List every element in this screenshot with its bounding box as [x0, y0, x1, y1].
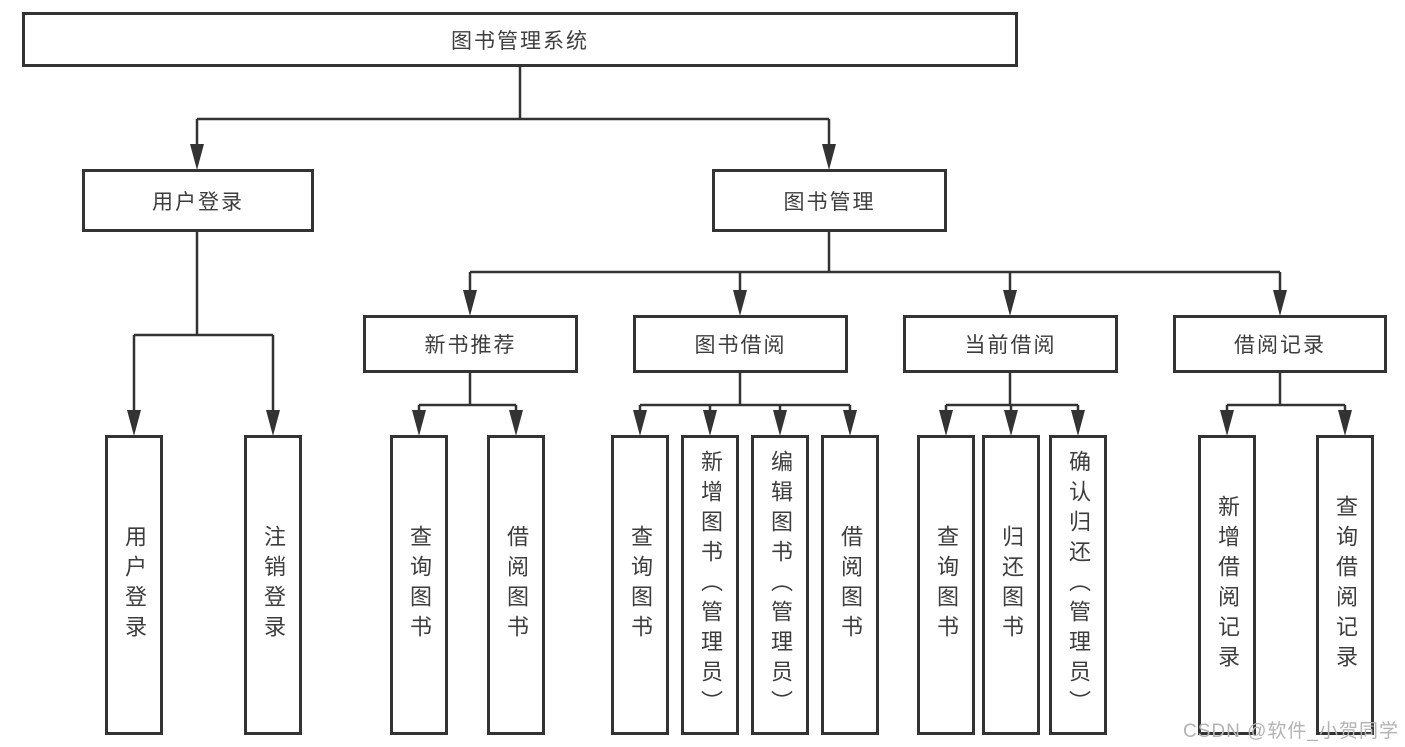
- arrowhead: [190, 144, 204, 170]
- arrowhead: [703, 410, 717, 436]
- node-new-book-recommend: 新书推荐: [363, 315, 578, 373]
- connector-mgmt-to-level3: [468, 232, 1282, 291]
- arrowhead: [1004, 410, 1018, 436]
- arrowhead: [822, 144, 836, 170]
- leaf-label: 注销登录: [261, 525, 286, 645]
- leaf-label: 确认归还（管理员）: [1066, 450, 1091, 720]
- leaf-label: 新增图书（管理员）: [698, 450, 723, 720]
- arrowhead: [1220, 410, 1234, 436]
- connector-records-to-leaves: [1225, 373, 1347, 412]
- leaf-confirm-return-admin: 确认归还（管理员）: [1049, 435, 1107, 735]
- arrowhead: [773, 410, 787, 436]
- leaf-label: 编辑图书（管理员）: [768, 450, 793, 720]
- connector-root-to-level2: [195, 67, 831, 146]
- node-label: 当前借阅: [964, 334, 1057, 357]
- arrowhead: [509, 410, 523, 436]
- node-library-system: 图书管理系统: [22, 12, 1018, 67]
- arrowhead: [1273, 290, 1287, 316]
- leaf-label: 新增借阅记录: [1215, 495, 1240, 675]
- leaf-query-books: 查询图书: [611, 435, 669, 735]
- node-user-login: 用户登录: [82, 169, 314, 232]
- connector-current-to-leaves: [944, 373, 1080, 412]
- arrowhead: [1071, 410, 1085, 436]
- leaf-label: 归还图书: [999, 525, 1024, 645]
- leaf-user-login: 用户登录: [105, 435, 163, 735]
- leaf-query-books: 查询图书: [390, 435, 448, 735]
- leaf-add-book-admin: 新增图书（管理员）: [681, 435, 739, 735]
- leaf-borrow-books: 借阅图书: [821, 435, 879, 735]
- arrowhead: [1338, 410, 1352, 436]
- node-label: 图书管理系统: [451, 29, 589, 53]
- leaf-edit-book-admin: 编辑图书（管理员）: [751, 435, 809, 735]
- arrowhead: [1003, 290, 1017, 316]
- node-book-management: 图书管理: [712, 169, 947, 232]
- node-current-borrow: 当前借阅: [903, 315, 1118, 373]
- connector-recommend-to-leaves: [417, 373, 518, 412]
- leaf-label: 借阅图书: [838, 525, 863, 645]
- arrowhead: [266, 410, 280, 436]
- connector-userlogin-to-leaves: [132, 232, 275, 412]
- node-label: 新书推荐: [424, 334, 517, 357]
- leaf-label: 借阅图书: [504, 525, 529, 645]
- leaf-label: 查询借阅记录: [1333, 495, 1358, 675]
- node-book-borrow: 图书借阅: [633, 315, 848, 373]
- connector-borrow-to-leaves: [638, 373, 852, 412]
- leaf-label: 用户登录: [122, 525, 147, 645]
- node-label: 用户登录: [152, 190, 244, 214]
- node-label: 借阅记录: [1234, 334, 1326, 357]
- node-label: 图书管理: [783, 190, 876, 214]
- leaf-logout: 注销登录: [244, 435, 302, 735]
- arrowhead: [127, 410, 141, 436]
- leaf-return-book: 归还图书: [982, 435, 1040, 735]
- leaf-borrow-books: 借阅图书: [487, 435, 545, 735]
- node-label: 图书借阅: [694, 334, 787, 357]
- leaf-label: 查询图书: [407, 525, 432, 645]
- leaf-query-books: 查询图书: [917, 435, 975, 735]
- leaf-add-borrow-record: 新增借阅记录: [1198, 435, 1256, 735]
- leaf-query-borrow-record: 查询借阅记录: [1316, 435, 1374, 735]
- arrowhead: [843, 410, 857, 436]
- leaf-label: 查询图书: [934, 525, 959, 645]
- arrowhead: [463, 290, 477, 316]
- leaf-label: 查询图书: [628, 525, 653, 645]
- arrowhead: [412, 410, 426, 436]
- arrowhead: [733, 290, 747, 316]
- node-borrow-records: 借阅记录: [1173, 315, 1387, 373]
- arrowhead: [633, 410, 647, 436]
- arrowhead: [939, 410, 953, 436]
- csdn-watermark: CSDN @软件_小贺同学: [1183, 721, 1399, 742]
